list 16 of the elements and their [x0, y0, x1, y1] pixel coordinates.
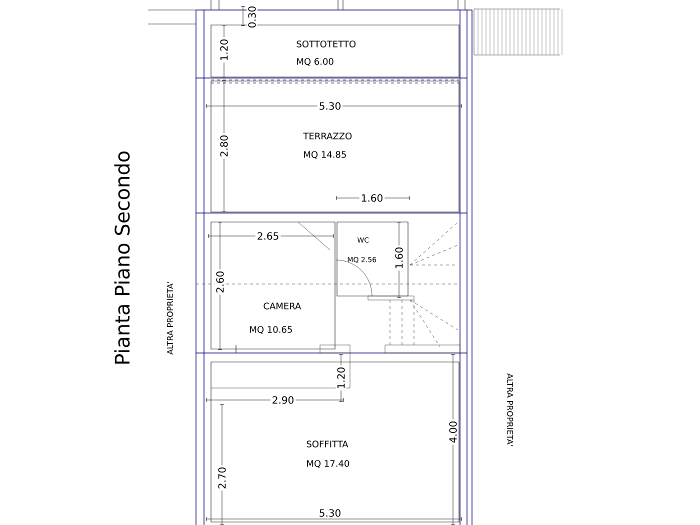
dimension-label: 5.30: [317, 100, 343, 112]
dimension-label: 1.20: [336, 365, 346, 391]
dimension-label: 2.65: [255, 230, 281, 242]
dimension-label: 5.30: [317, 508, 343, 518]
dimension-label: 0.30: [246, 4, 258, 30]
dimension-label: 1.60: [359, 192, 385, 204]
dimension-label: 2.70: [216, 465, 228, 491]
title: Pianta Piano Secondo: [114, 152, 130, 364]
dimension-label: 4.00: [448, 419, 458, 445]
dimension-label: 2.90: [270, 394, 296, 406]
dimension-label: 2.80: [218, 133, 230, 159]
dimension-label: 1.60: [394, 245, 404, 271]
dimension-label: 1.20: [218, 37, 230, 63]
side-note: ALTRA PROPRIETA': [506, 373, 514, 446]
side-note: ALTRA PROPRIETA': [166, 282, 174, 355]
dimension-label: 2.60: [214, 269, 226, 295]
